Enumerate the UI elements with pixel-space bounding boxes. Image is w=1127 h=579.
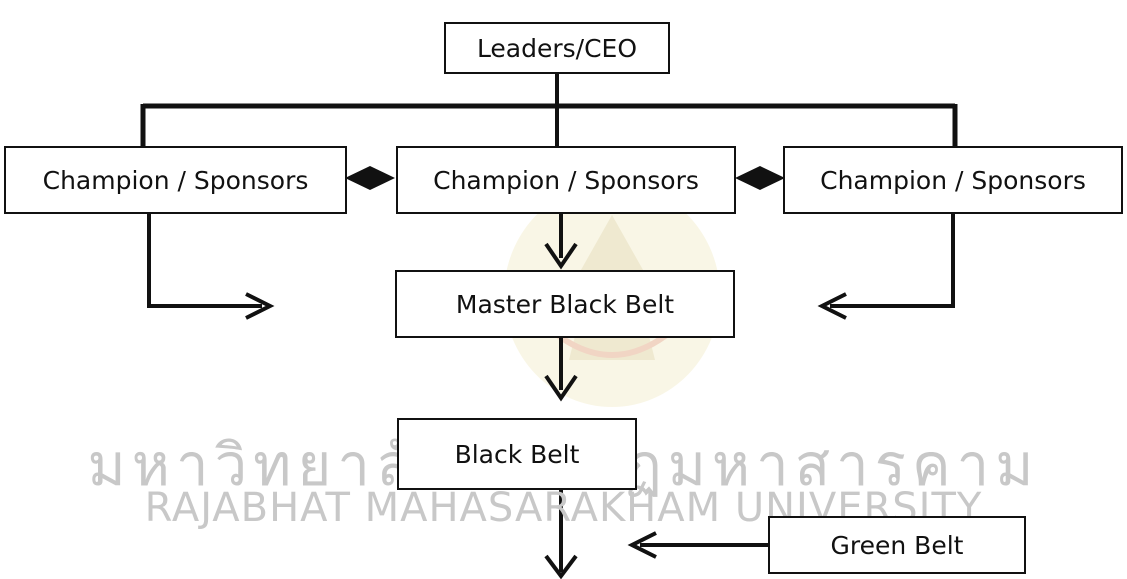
arrowhead-left-champion bbox=[245, 292, 275, 320]
node-black-belt: Black Belt bbox=[397, 418, 637, 490]
arrowhead-champion-mbb bbox=[544, 242, 578, 270]
node-green-belt: Green Belt bbox=[768, 516, 1026, 574]
arrowhead-bb-down bbox=[544, 554, 578, 579]
diamond-connector-right bbox=[735, 166, 785, 190]
node-leaders-ceo: Leaders/CEO bbox=[444, 22, 670, 74]
node-champion-center: Champion / Sponsors bbox=[396, 146, 736, 214]
connector-left-champion bbox=[147, 212, 262, 308]
node-champion-right: Champion / Sponsors bbox=[783, 146, 1123, 214]
arrowhead-right-champion bbox=[817, 292, 847, 320]
arrowhead-greenbelt bbox=[627, 531, 657, 559]
diamond-connector-left bbox=[345, 166, 395, 190]
node-champion-left: Champion / Sponsors bbox=[4, 146, 347, 214]
node-master-black-belt: Master Black Belt bbox=[395, 270, 735, 338]
arrowhead-mbb-bb bbox=[544, 374, 578, 402]
connector-right-champion bbox=[830, 212, 955, 308]
